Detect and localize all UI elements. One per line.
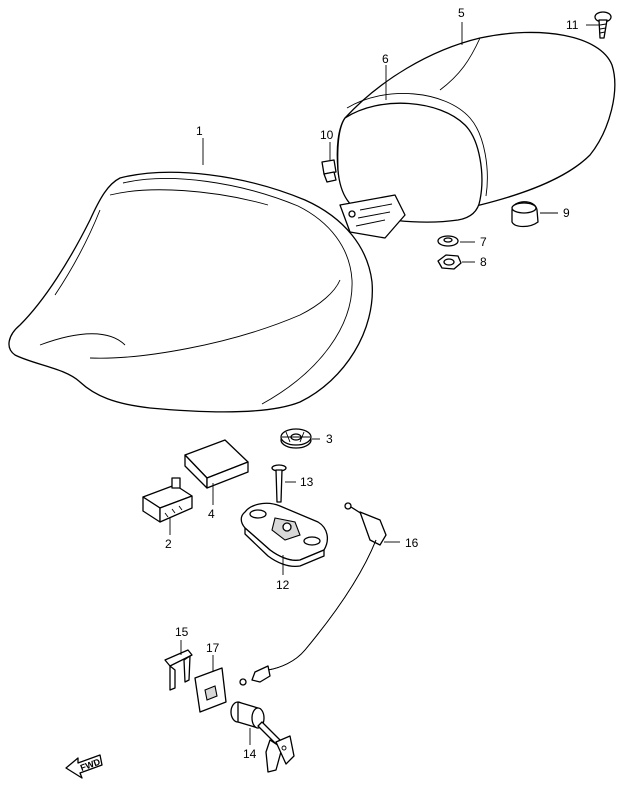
callout-labels: 1 2 3 4 5 6 7 8 9 10 11 12 13 14 15 16 1… [165, 6, 579, 761]
grommet-part-3 [280, 428, 312, 449]
cushion-part-9 [511, 201, 539, 228]
lock-cylinder-part-14 [230, 701, 295, 773]
callout-9: 9 [563, 206, 570, 220]
plate-part-17 [194, 667, 227, 713]
callout-3: 3 [326, 432, 333, 446]
pad-part-4 [184, 439, 249, 489]
latch-part-12 [240, 502, 329, 568]
front-seat-part-1 [8, 171, 373, 413]
callout-6: 6 [382, 52, 389, 66]
cable-part-16 [239, 502, 387, 686]
callout-2: 2 [165, 537, 172, 551]
forward-arrow: FWD [65, 754, 103, 779]
callout-1: 1 [196, 124, 203, 138]
holder-part-2 [142, 477, 193, 523]
washer-part-7 [437, 235, 459, 247]
callout-14: 14 [243, 747, 257, 761]
callout-17: 17 [206, 641, 220, 655]
rear-seat-part-5 [336, 31, 616, 239]
leader-lines [169, 22, 599, 745]
callout-7: 7 [480, 235, 487, 249]
callout-10: 10 [320, 128, 334, 142]
callout-4: 4 [208, 507, 215, 521]
nut-part-8 [437, 254, 462, 270]
callout-11: 11 [566, 18, 579, 32]
clip-part-15 [164, 649, 193, 691]
bolt-part-13 [271, 464, 287, 503]
callout-16: 16 [405, 536, 419, 550]
callout-8: 8 [480, 255, 487, 269]
screw-part-11 [594, 11, 612, 39]
forward-arrow-label: FWD [79, 756, 102, 773]
callout-15: 15 [175, 625, 189, 639]
callout-12: 12 [276, 578, 290, 592]
callout-5: 5 [458, 6, 465, 20]
callout-13: 13 [300, 475, 314, 489]
bolt-part-10 [321, 159, 337, 183]
